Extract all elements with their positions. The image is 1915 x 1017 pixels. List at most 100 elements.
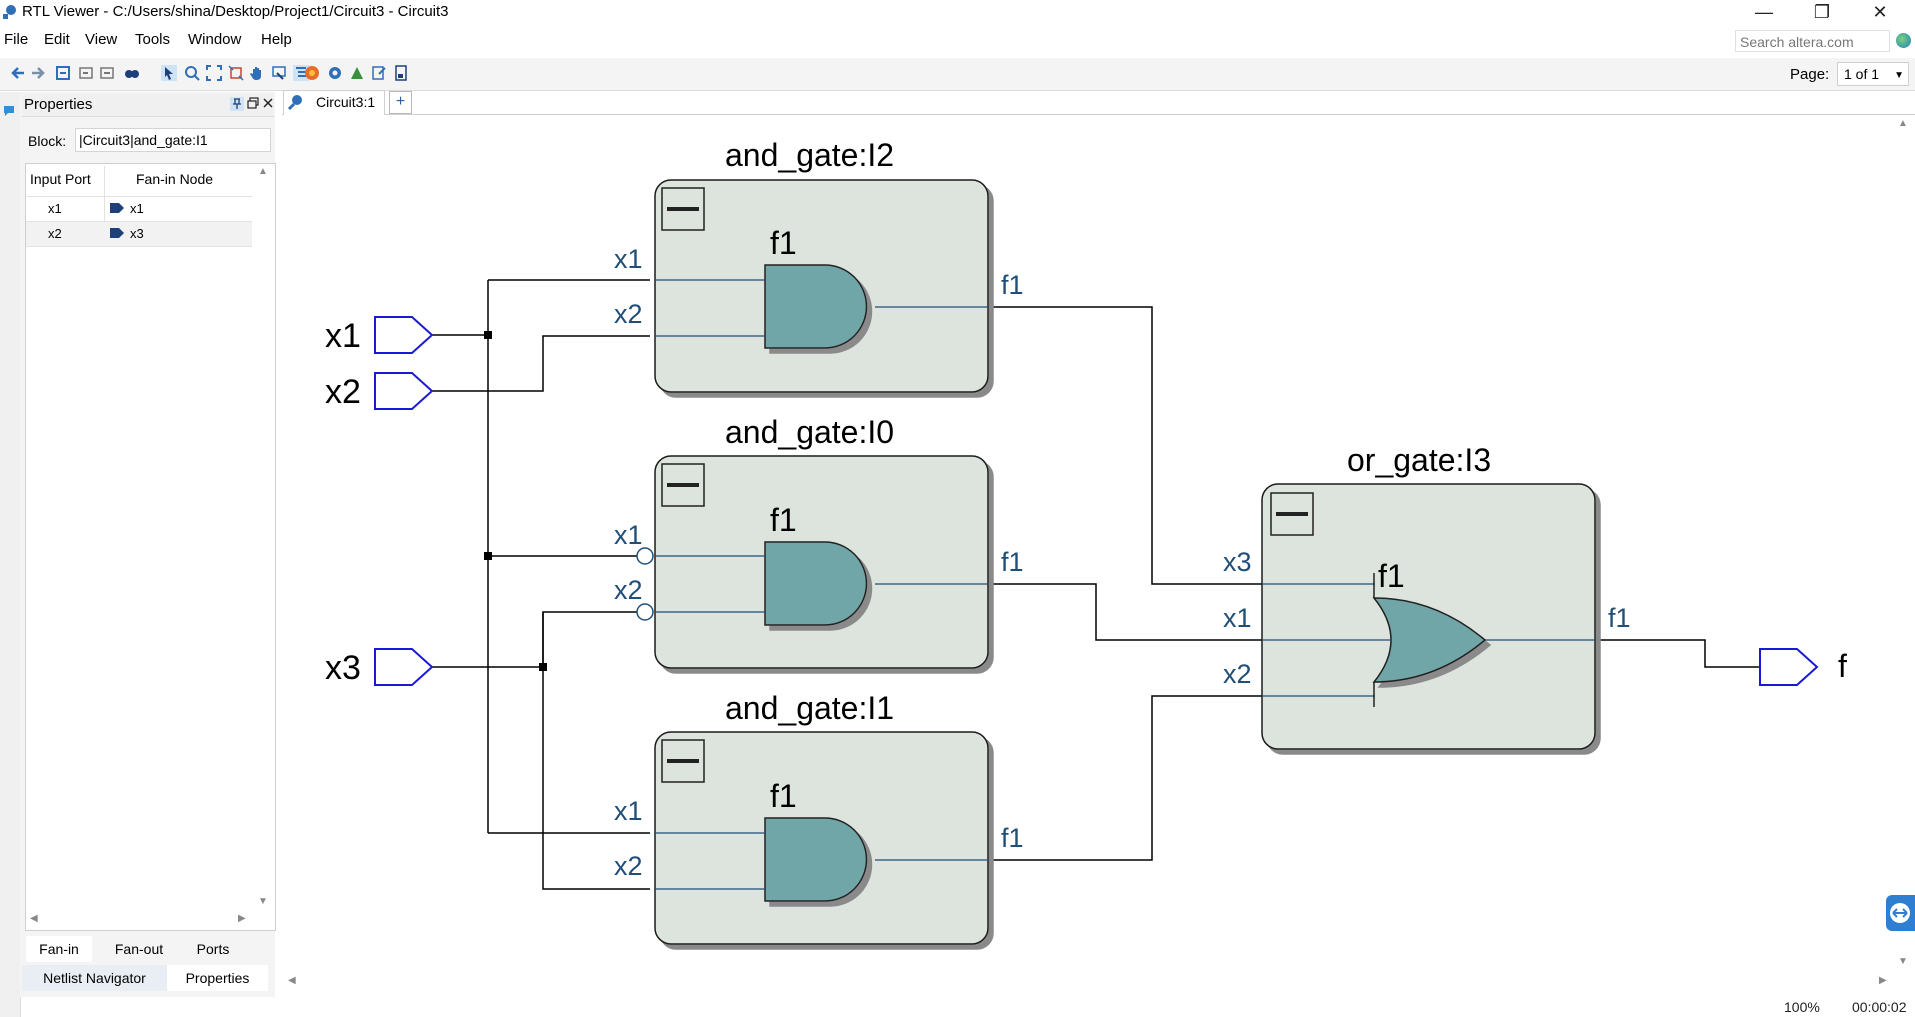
zoom-fit-icon[interactable] xyxy=(228,65,244,81)
menu-bar: File Edit View Tools Window Help xyxy=(0,28,1915,54)
menu-help[interactable]: Help xyxy=(261,31,292,48)
port-label: x1 xyxy=(614,244,643,274)
menu-file[interactable]: File xyxy=(4,31,29,48)
fit-window-icon[interactable] xyxy=(206,65,222,81)
title-bar: RTL Viewer - C:/Users/shina/Desktop/Proj… xyxy=(0,0,1915,26)
block-and-gate-i0[interactable]: and_gate:I0 f1 x1 x2 f1 xyxy=(614,414,1024,669)
collapse-icon[interactable] xyxy=(1270,492,1314,536)
elapsed-time: 00:00:02 xyxy=(1852,999,1907,1015)
chat-bubble-icon[interactable] xyxy=(2,104,16,118)
block-and-gate-i1[interactable]: and_gate:I1 f1 x1 x2 f1 xyxy=(614,690,1024,945)
collapse-icon[interactable] xyxy=(661,739,705,783)
prev-page-icon[interactable] xyxy=(78,65,94,81)
column-header-fan-in-node[interactable]: Fan-in Node xyxy=(136,171,214,187)
tab-netlist-navigator[interactable]: Netlist Navigator xyxy=(22,965,167,991)
input-port-icon xyxy=(374,316,434,354)
port-label: f1 xyxy=(1001,270,1024,300)
tab-fan-in[interactable]: Fan-in xyxy=(26,936,92,962)
input-port-icon xyxy=(374,648,434,686)
arrows-icon xyxy=(1890,903,1910,923)
canvas-scroll-down-icon[interactable]: ▼ xyxy=(1898,956,1908,967)
output-port-icon xyxy=(1759,648,1819,686)
and-gate-icon xyxy=(764,264,868,349)
vertical-scrollbar[interactable]: ▲ ▼ xyxy=(254,166,271,911)
gate-label: f1 xyxy=(770,778,797,814)
input-port-cell: x2 xyxy=(48,226,62,241)
search-input[interactable]: Search altera.com xyxy=(1735,30,1890,52)
settings-icon[interactable] xyxy=(327,65,343,81)
schematic-canvas[interactable] xyxy=(282,115,1897,973)
technology-map-icon[interactable] xyxy=(349,65,365,81)
close-panel-icon[interactable] xyxy=(263,98,273,108)
output-label: f xyxy=(1838,648,1847,684)
block-label: Block: xyxy=(28,133,67,149)
canvas-scroll-up-icon[interactable]: ▲ xyxy=(1898,118,1908,129)
page-select-value: 1 of 1 xyxy=(1844,66,1880,82)
menu-view[interactable]: View xyxy=(85,31,118,48)
block-and-gate-i2[interactable]: and_gate:I2 f1 x1 x2 f1 xyxy=(614,137,1024,393)
junction-dot xyxy=(539,663,547,671)
input-port-x3[interactable]: x3 xyxy=(325,648,434,687)
minimize-button[interactable]: — xyxy=(1755,2,1773,22)
teamviewer-icon[interactable] xyxy=(1886,895,1915,931)
float-icon[interactable] xyxy=(247,97,259,109)
scroll-up-icon[interactable]: ▲ xyxy=(258,166,268,177)
zoom-level: 100% xyxy=(1784,999,1820,1015)
and-gate-icon xyxy=(764,817,868,902)
canvas-scroll-right-icon[interactable]: ▶ xyxy=(1879,975,1887,986)
menu-tools[interactable]: Tools xyxy=(135,31,171,48)
globe-icon[interactable] xyxy=(1896,33,1911,48)
report-icon[interactable] xyxy=(393,65,409,81)
collapse-icon[interactable] xyxy=(661,463,705,507)
window-title: RTL Viewer - C:/Users/shina/Desktop/Proj… xyxy=(22,3,449,20)
table-row[interactable]: x2 x3 xyxy=(26,222,252,246)
schematic-diagram[interactable]: x1 x2 x3 f and_gate:I2 f1 x1 x2 f1 and_g… xyxy=(282,115,1897,973)
input-port-x2[interactable]: x2 xyxy=(325,372,434,411)
canvas-scroll-left-icon[interactable]: ◀ xyxy=(288,975,296,986)
find-icon[interactable] xyxy=(124,65,140,81)
partial-select-icon[interactable] xyxy=(271,65,287,81)
page-select[interactable]: 1 of 1 ▼ xyxy=(1837,62,1909,86)
scroll-left-icon[interactable]: ◀ xyxy=(30,913,38,924)
port-label: x2 xyxy=(1223,659,1252,689)
row-divider xyxy=(26,221,252,222)
inverter-bubble xyxy=(636,547,654,565)
back-icon[interactable] xyxy=(10,65,26,81)
column-divider xyxy=(104,166,105,246)
hierarchy-icon[interactable] xyxy=(293,65,309,81)
input-port-x1[interactable]: x1 xyxy=(325,316,434,355)
forward-icon[interactable] xyxy=(30,65,46,81)
scroll-down-icon[interactable]: ▼ xyxy=(258,896,268,907)
row-divider xyxy=(26,196,252,197)
next-page-icon[interactable] xyxy=(99,65,115,81)
zoom-tool-icon[interactable] xyxy=(184,65,200,81)
wire-junctions xyxy=(484,331,547,671)
color-icon[interactable] xyxy=(304,65,320,81)
refresh-icon[interactable] xyxy=(55,65,71,81)
tab-properties[interactable]: Properties xyxy=(167,965,268,991)
select-tool-icon[interactable] xyxy=(161,65,177,81)
document-tab-bar xyxy=(282,90,1915,115)
output-port-f[interactable]: f xyxy=(1759,648,1847,686)
and-gate-icon xyxy=(764,541,868,626)
export-icon[interactable] xyxy=(371,65,387,81)
table-row[interactable]: x1 x1 xyxy=(26,197,252,221)
restore-button[interactable]: ❐ xyxy=(1813,2,1831,22)
tab-fan-out[interactable]: Fan-out xyxy=(114,941,164,957)
column-header-input-port[interactable]: Input Port xyxy=(30,171,91,187)
add-tab-button[interactable]: + xyxy=(389,91,412,114)
menu-window[interactable]: Window xyxy=(188,31,242,48)
row-divider xyxy=(26,246,252,247)
tab-ports[interactable]: Ports xyxy=(196,941,230,957)
input-label: x2 xyxy=(325,373,361,411)
close-button[interactable]: ✕ xyxy=(1872,2,1888,22)
menu-edit[interactable]: Edit xyxy=(44,31,70,48)
block-field[interactable]: |Circuit3|and_gate:I1 xyxy=(75,128,271,152)
block-or-gate-i3[interactable]: or_gate:I3 f1 x3 x1 x2 f1 xyxy=(1223,442,1631,750)
input-port-icon xyxy=(374,372,434,410)
port-label: x1 xyxy=(614,520,643,550)
hand-tool-icon[interactable] xyxy=(249,65,265,81)
scroll-right-icon[interactable]: ▶ xyxy=(238,913,246,924)
pin-icon[interactable] xyxy=(230,97,244,111)
collapse-icon[interactable] xyxy=(661,187,705,231)
